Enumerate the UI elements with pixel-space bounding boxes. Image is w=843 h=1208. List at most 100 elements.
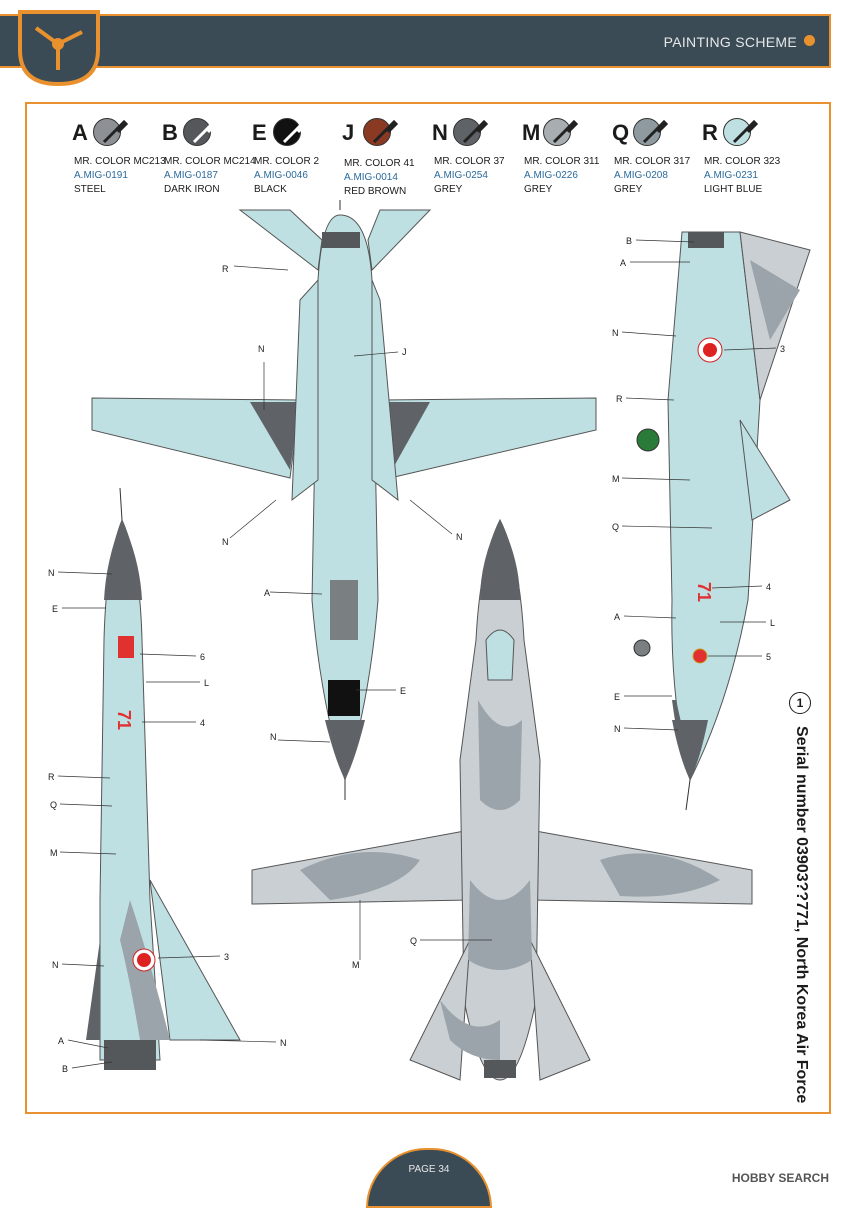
brush-icon	[192, 120, 218, 144]
mr-color-label: MR. COLOR MC214	[164, 156, 256, 167]
swatch-e: E MR. COLOR 2 A.MIG-0046 BLACK	[252, 118, 352, 198]
callout-label: A	[614, 612, 620, 622]
swatch-letter: J	[342, 120, 355, 145]
callout-label: M	[352, 960, 360, 970]
mr-color-label: MR. COLOR 41	[344, 158, 415, 169]
callout-label: N	[280, 1038, 287, 1048]
callout-label: N	[612, 328, 619, 338]
brush-icon	[372, 120, 398, 144]
callout-label: R	[616, 394, 623, 404]
color-name: GREY	[434, 184, 463, 195]
swatch-letter: Q	[612, 120, 630, 145]
mig-code: A.MIG-0187	[164, 170, 218, 181]
mig-code: A.MIG-0254	[434, 170, 488, 181]
callout-label: A	[264, 588, 270, 598]
brush-icon	[642, 120, 668, 144]
color-name: STEEL	[74, 184, 106, 195]
paint-disc-icon	[543, 118, 571, 146]
callout-label: N	[222, 537, 229, 547]
swatch-letter: R	[702, 120, 718, 145]
callout-label: M	[50, 848, 58, 858]
swatch-n: N MR. COLOR 37 A.MIG-0254 GREY	[432, 118, 532, 198]
gear-icon	[804, 35, 815, 46]
callout-label: N	[270, 732, 277, 742]
serial-caption: Serial number 03903??771, North Korea Ai…	[793, 726, 810, 1104]
page-number: PAGE 34	[408, 1164, 450, 1175]
callout-label: B	[626, 236, 632, 246]
header: PAINTING SCHEME	[0, 10, 831, 86]
mig-code: A.MIG-0046	[254, 170, 308, 181]
callout-label: E	[614, 692, 620, 702]
color-name: LIGHT BLUE	[704, 184, 763, 195]
callout-label: 4	[766, 582, 771, 592]
clear-prop-logo	[18, 10, 100, 86]
profile-caption: 1 Serial number 03903??771, North Korea …	[780, 690, 820, 1110]
callout-label: 3	[780, 344, 785, 354]
callout-label: L	[204, 678, 209, 688]
profile-number: 1	[789, 692, 811, 714]
watermark: HOBBY SEARCH	[731, 1171, 829, 1185]
callout-label: R	[222, 264, 229, 274]
bottom-view-aircraft	[251, 518, 753, 1081]
paint-disc-icon	[183, 118, 211, 146]
swatch-a: A MR. COLOR MC213 A.MIG-0191 STEEL	[72, 118, 172, 198]
brush-icon	[732, 120, 758, 144]
callout-label: 4	[200, 718, 205, 728]
mig-code: A.MIG-0014	[344, 172, 398, 183]
left-profile-callouts: N E 6 L 4 R Q M N 3 A B N	[48, 568, 287, 1074]
callout-label: A	[620, 258, 626, 268]
tail-number-left: 71	[114, 710, 134, 730]
swatch-letter: E	[252, 120, 267, 145]
paint-disc-icon	[93, 118, 121, 146]
top-view-callouts: R N J N N A E N	[222, 264, 463, 743]
callout-label: E	[400, 686, 406, 696]
mig-code: A.MIG-0191	[74, 170, 128, 181]
mig-code: A.MIG-0208	[614, 170, 668, 181]
mig-code: A.MIG-0231	[704, 170, 758, 181]
color-name: GREY	[614, 184, 643, 195]
paint-disc-icon	[723, 118, 751, 146]
paint-disc-icon	[633, 118, 661, 146]
mr-color-label: MR. COLOR 311	[524, 156, 600, 167]
mr-color-label: MR. COLOR 317	[614, 156, 691, 167]
paint-disc-icon	[273, 118, 301, 146]
color-name: BLACK	[254, 184, 287, 195]
brush-icon	[102, 120, 128, 144]
color-name: DARK IRON	[164, 184, 220, 195]
callout-label: N	[48, 568, 55, 578]
swatch-letter: B	[162, 120, 178, 145]
callout-label: N	[614, 724, 621, 734]
top-view-aircraft	[91, 200, 597, 800]
bottom-view-callouts: Q M	[352, 900, 492, 970]
brush-icon	[282, 120, 308, 144]
callout-label: L	[770, 618, 775, 628]
mr-color-label: MR. COLOR 37	[434, 156, 505, 167]
callout-label: A	[58, 1036, 64, 1046]
callout-label: 6	[200, 652, 205, 662]
right-profile-callouts: B A N 3 R M Q 4 A L 5 E N	[612, 236, 785, 734]
right-profile-aircraft: 71	[633, 231, 811, 811]
callout-label: N	[258, 344, 265, 354]
paint-disc-icon	[363, 118, 391, 146]
callout-label: 5	[766, 652, 771, 662]
swatch-letter: N	[432, 120, 448, 145]
mr-color-label: MR. COLOR MC213	[74, 156, 166, 167]
brush-icon	[552, 120, 578, 144]
callout-label: M	[612, 474, 620, 484]
mig-code: A.MIG-0226	[524, 170, 578, 181]
callout-label: N	[456, 532, 463, 542]
swatch-b: B MR. COLOR MC214 A.MIG-0187 DARK IRON	[162, 118, 262, 198]
swatch-j: J MR. COLOR 41 A.MIG-0014 RED BROWN	[342, 118, 442, 198]
swatch-letter: M	[522, 120, 541, 145]
mr-color-label: MR. COLOR 323	[704, 156, 781, 167]
paint-disc-icon	[453, 118, 481, 146]
swatch-letter: A	[72, 120, 88, 145]
callout-label: B	[62, 1064, 68, 1074]
callout-label: J	[402, 347, 407, 357]
callout-label: Q	[50, 800, 57, 810]
callout-label: Q	[612, 522, 619, 532]
color-name: RED BROWN	[344, 186, 407, 197]
swatch-m: M MR. COLOR 311 A.MIG-0226 GREY	[522, 118, 622, 198]
mr-color-label: MR. COLOR 2	[254, 156, 320, 167]
